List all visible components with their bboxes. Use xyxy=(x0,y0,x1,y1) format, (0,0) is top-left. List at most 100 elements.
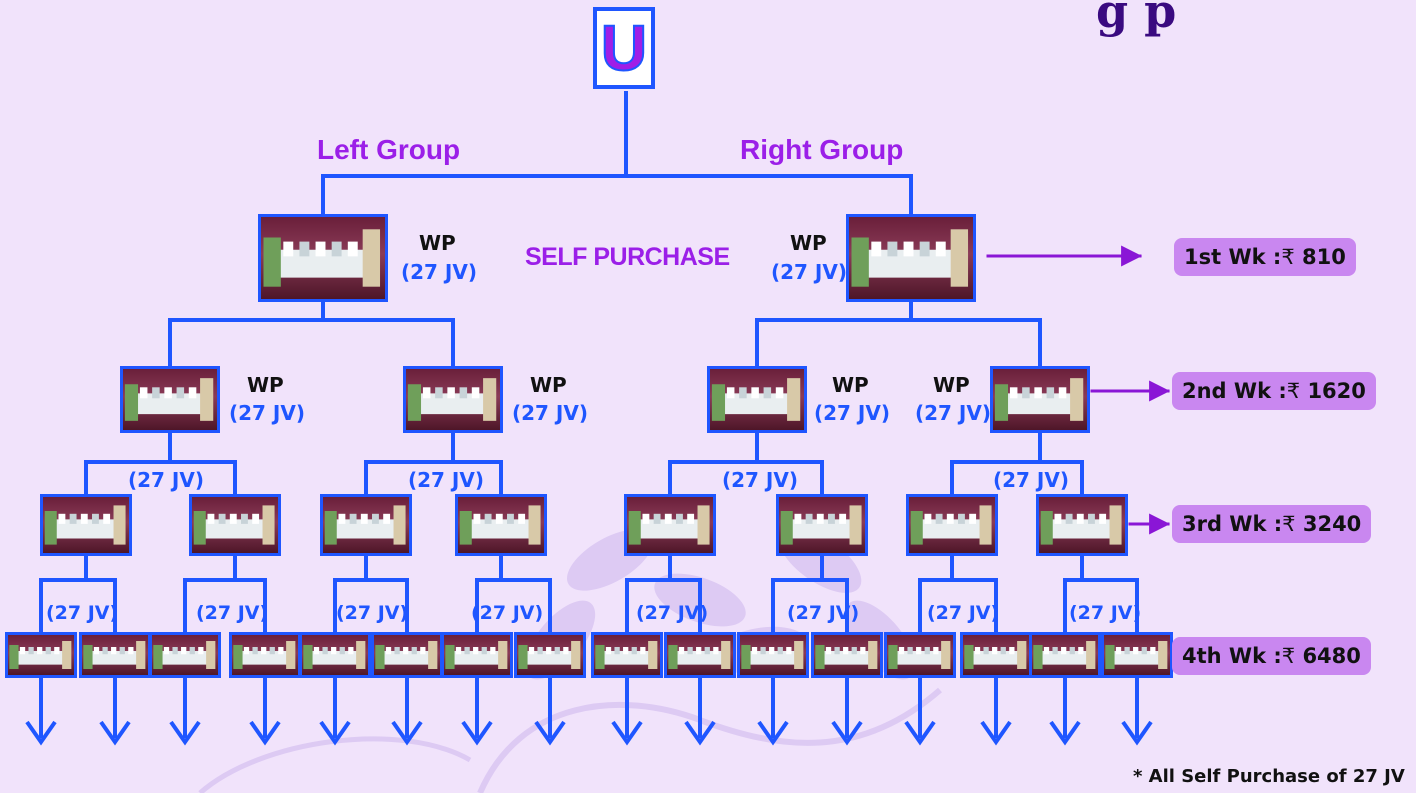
page-title-fragment: g p xyxy=(1096,0,1177,38)
photo-items xyxy=(136,641,146,669)
photo-items xyxy=(1115,647,1122,655)
photo-items xyxy=(445,645,455,669)
photo-items xyxy=(614,647,620,655)
photo-items xyxy=(80,513,88,524)
down-arrow-head xyxy=(169,720,201,746)
photo-items xyxy=(668,645,678,669)
photo-items xyxy=(473,513,481,524)
photo-items xyxy=(375,645,385,669)
photo-items xyxy=(851,647,857,655)
jv-label: (27 JV) xyxy=(336,602,409,624)
down-arrow-head xyxy=(534,720,566,746)
photo-items xyxy=(888,645,898,669)
photo-items xyxy=(821,651,873,665)
photo-items xyxy=(787,378,801,421)
photo-items xyxy=(1022,387,1030,399)
photo-items xyxy=(916,647,922,655)
week-3-earning: 3rd Wk :₹ 3240 xyxy=(1172,505,1372,543)
photo-items xyxy=(241,513,248,524)
photo-items xyxy=(124,384,139,421)
photo-items xyxy=(974,647,981,655)
wp-label: WP xyxy=(247,373,284,397)
photo-items xyxy=(189,647,195,655)
down-arrow-head xyxy=(757,720,789,746)
left-group-label: Left Group xyxy=(317,134,461,165)
photo-items xyxy=(687,513,695,524)
photo-items xyxy=(1078,647,1084,655)
photo-items xyxy=(1133,647,1139,655)
product-photo-node xyxy=(189,494,281,556)
photo-items xyxy=(53,519,119,539)
week-amount: 6480 xyxy=(1302,644,1361,668)
photo-items xyxy=(134,393,206,415)
photo-items xyxy=(1076,513,1084,524)
photo-items xyxy=(828,513,835,524)
photo-items xyxy=(935,241,946,257)
week-label: 1st Wk : xyxy=(1184,245,1282,269)
photo-items xyxy=(697,505,710,545)
photo-items xyxy=(950,229,969,287)
product-photo-node xyxy=(960,632,1032,678)
photo-items xyxy=(348,647,354,655)
photo-items xyxy=(139,387,148,399)
photo-items xyxy=(339,647,345,655)
photo-items xyxy=(941,641,951,669)
product-photo-node xyxy=(707,366,807,433)
rupee-icon: ₹ xyxy=(1281,245,1295,269)
down-arrow-head xyxy=(1121,720,1153,746)
week-amount: 810 xyxy=(1302,245,1346,269)
jv-label: (27 JV) xyxy=(471,602,544,624)
rupee-icon: ₹ xyxy=(1286,379,1301,403)
photo-items xyxy=(315,241,326,257)
photo-items xyxy=(428,641,438,669)
jv-label: (27 JV) xyxy=(993,468,1069,492)
photo-items xyxy=(518,513,526,524)
photo-items xyxy=(946,513,954,524)
jv-label: (27 JV) xyxy=(915,401,991,425)
photo-items xyxy=(495,513,503,524)
photo-items xyxy=(69,513,77,524)
photo-items xyxy=(907,647,913,655)
photo-items xyxy=(261,647,267,655)
photo-items xyxy=(58,513,66,524)
swirl-shape xyxy=(198,736,472,793)
photo-items xyxy=(653,513,661,524)
photo-items xyxy=(1040,511,1053,545)
product-photo-node xyxy=(846,214,976,302)
photo-items xyxy=(176,387,185,399)
photo-items xyxy=(528,505,541,545)
photo-items xyxy=(347,241,358,257)
footnote: * All Self Purchase of 27 JV xyxy=(1133,766,1405,787)
jv-label: (27 JV) xyxy=(128,468,204,492)
photo-items xyxy=(407,384,422,421)
photo-items xyxy=(628,511,641,545)
jv-label: (27 JV) xyxy=(229,401,305,425)
photo-items xyxy=(451,651,503,665)
photo-items xyxy=(92,513,99,524)
photo-items xyxy=(45,647,51,655)
week-label: 3rd Wk : xyxy=(1182,512,1283,536)
photo-items xyxy=(383,513,391,524)
photo-items xyxy=(193,511,206,545)
photo-items xyxy=(642,513,650,524)
photo-items xyxy=(780,511,793,545)
photo-items xyxy=(459,511,472,545)
photo-items xyxy=(385,647,392,655)
photo-items xyxy=(789,519,855,539)
product-photo-node xyxy=(776,494,868,556)
photo-items xyxy=(360,513,368,524)
photo-items xyxy=(1099,513,1107,524)
photo-items xyxy=(623,647,629,655)
photo-items xyxy=(839,513,847,524)
right-group-label: Right Group xyxy=(740,134,904,165)
product-photo-node xyxy=(906,494,998,556)
photo-items xyxy=(331,241,342,257)
photo-items xyxy=(331,647,337,655)
week-label: 2nd Wk : xyxy=(1182,379,1287,403)
photo-items xyxy=(970,651,1022,665)
photo-items xyxy=(924,513,932,524)
photo-items xyxy=(751,647,758,655)
photo-items xyxy=(113,505,126,545)
photo-items xyxy=(322,647,328,655)
week-label: 4th Wk : xyxy=(1182,644,1282,668)
